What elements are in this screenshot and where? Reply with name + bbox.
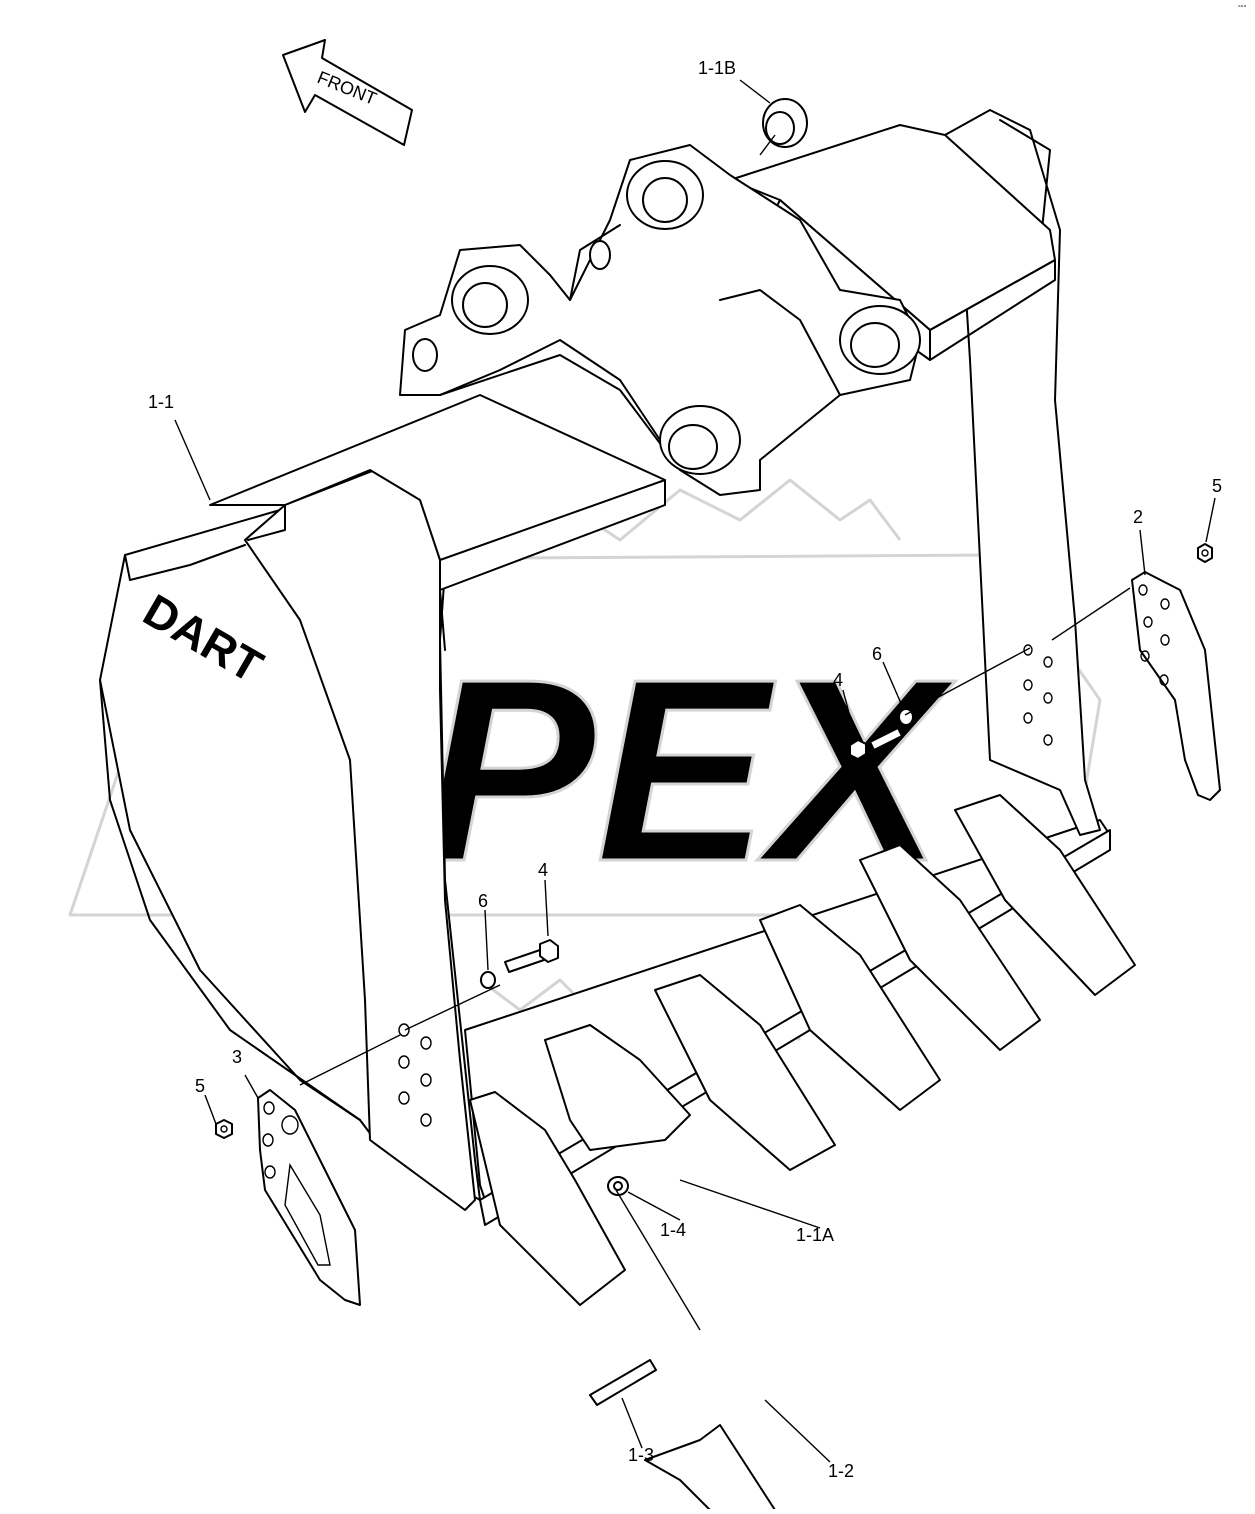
pin-1-3 [589,1359,657,1406]
washer-6-left [480,971,496,989]
callout-1-1A: 1-1A [796,1225,834,1245]
callout-1-3: 1-3 [628,1445,654,1465]
teeth-row [469,794,1136,1306]
nut-5-right [1197,543,1213,563]
bushing-1-1B [762,98,808,148]
callout-6-right: 6 [872,644,882,664]
callout-1-4: 1-4 [660,1220,686,1240]
callout-1-1B: 1-1B [698,58,736,78]
callout-5-left: 5 [195,1076,205,1096]
callout-4-right: 4 [833,670,843,690]
callout-1-1: 1-1 [148,392,174,412]
side-cutter-3 [257,1089,361,1306]
bolt-holes-left [398,1023,432,1127]
callout-2: 2 [1133,507,1143,527]
bolt-4-right [849,727,903,760]
callout-6-left: 6 [478,891,488,911]
side-cutter-2 [1131,571,1221,801]
lug-plates [399,144,921,496]
callout-1-2: 1-2 [828,1461,854,1481]
front-arrow: FRONT [282,39,413,146]
loose-tooth-1-2 [644,1424,776,1514]
callout-5-right: 5 [1212,476,1222,496]
leader-lines [174,79,1216,1463]
bolt-holes-right [1023,644,1053,746]
callouts: 1-1B 1-1 2 5 6 4 6 4 3 5 1-4 1-1A 1-3 1-… [148,58,1222,1481]
washer-1-4 [607,1176,629,1196]
bolt-4-left [504,939,559,973]
callout-4-left: 4 [538,860,548,880]
callout-3: 3 [232,1047,242,1067]
nut-5-left [215,1119,233,1139]
corner-mark: °°° [1238,4,1247,12]
